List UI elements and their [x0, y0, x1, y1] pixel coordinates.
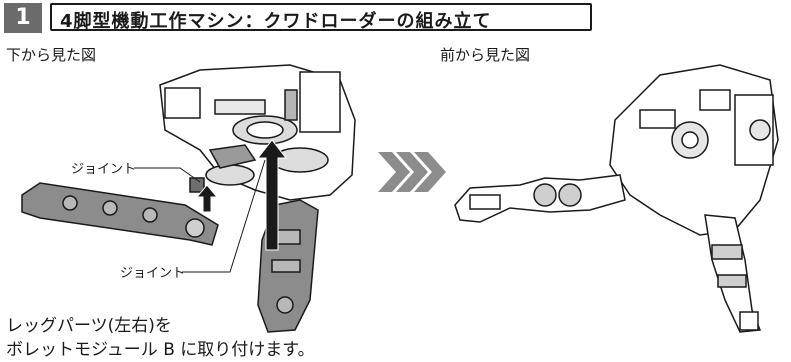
step-title-box: 4脚型機動工作マシン：クワドローダーの組み立て	[50, 3, 592, 32]
robot-front-view	[609, 64, 779, 236]
robot-body-bottom-view	[159, 64, 356, 201]
next-view-chevrons	[378, 152, 446, 192]
insert-arrows	[195, 139, 288, 251]
instruction-line-2: ボレットモジュール B に取り付けます。	[6, 340, 315, 360]
step-number-badge: 1	[4, 3, 42, 33]
front-right-leg	[704, 214, 762, 333]
front-left-leg	[454, 174, 626, 223]
joint-callout-upper: ジョイント	[71, 162, 137, 177]
instruction-text: レッグパーツ(左右)を ボレットモジュール B に取り付けます。	[6, 314, 315, 362]
bottom-view-label: 下から見た図	[6, 46, 97, 64]
instruction-line-1: レッグパーツ(左右)を	[6, 316, 172, 336]
step-header: 1 4脚型機動工作マシン：クワドローダーの組み立て	[4, 3, 778, 35]
step-title: 4脚型機動工作マシン：クワドローダーの組み立て	[60, 11, 492, 32]
left-leg-part	[21, 177, 219, 246]
joint-callout-lower: ジョイント	[120, 266, 186, 281]
callout-lines	[134, 159, 266, 273]
front-view-label: 前から見た図	[440, 46, 531, 64]
